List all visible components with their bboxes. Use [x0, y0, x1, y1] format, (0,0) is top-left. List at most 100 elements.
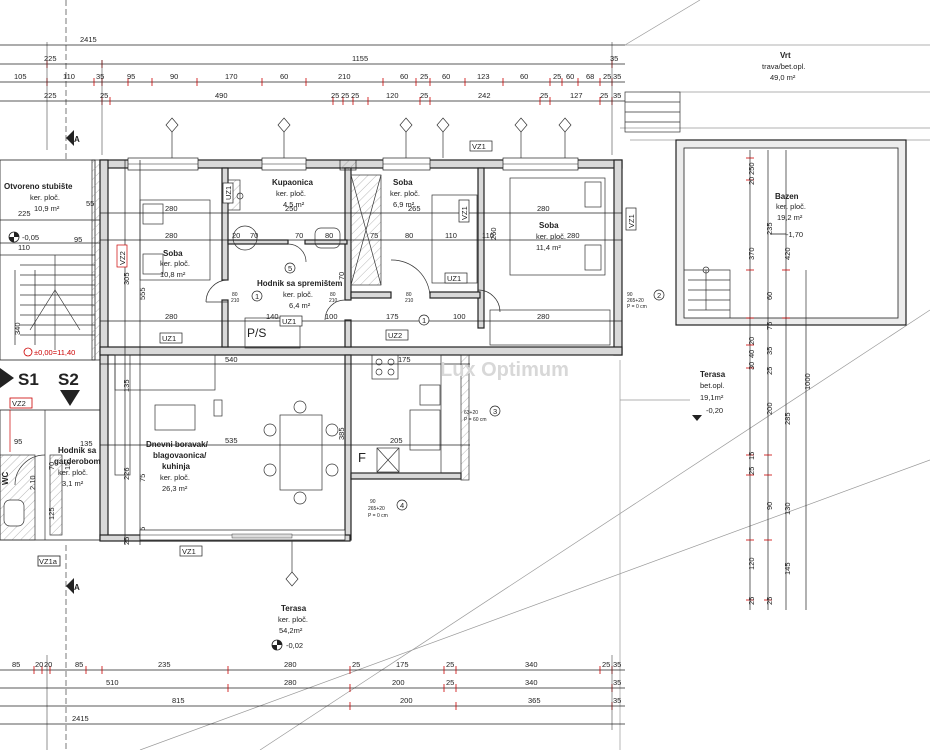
top-dim: 25	[603, 72, 611, 81]
top-dim: 123	[477, 72, 490, 81]
tag-uz1-living: UZ1	[162, 334, 176, 343]
top-dim: 60	[400, 72, 408, 81]
bottom-dim: 510	[106, 678, 119, 687]
left-dim: 135	[122, 379, 131, 392]
top-dim: 35	[610, 54, 618, 63]
room-name-wc: WC	[1, 471, 10, 485]
bottom-dim: 200	[400, 696, 413, 705]
right-dim: 15	[747, 452, 756, 460]
top-dim: 25	[331, 91, 339, 100]
section-mark-s2	[60, 390, 80, 406]
top-dim: 110	[63, 72, 75, 81]
room-area-bazen: 19,2 m²	[777, 213, 803, 222]
window-marker-bottom	[285, 541, 299, 587]
bottom-dim: 35	[613, 678, 621, 687]
door-number: 3	[493, 407, 497, 416]
room-finish-stubiste: ker. ploč.	[30, 193, 60, 202]
bottom-dim: 175	[396, 660, 409, 669]
top-dim: 490	[215, 91, 228, 100]
bottom-dim: 25	[446, 678, 454, 687]
top-dimension-rows: 2415 225 1155 35 105 110 35 95 90 170 60…	[0, 35, 625, 155]
left-dim: 15	[63, 462, 72, 470]
tag-uz2: UZ2	[388, 331, 402, 340]
right-dim: 250	[747, 162, 756, 175]
top-dim: 60	[520, 72, 528, 81]
top-dim: 25	[553, 72, 561, 81]
right-dim: 25	[747, 597, 756, 605]
right-dim: 285	[783, 412, 792, 425]
interior-dim: 70	[250, 231, 258, 240]
level-terrace-right: -0,20	[706, 406, 723, 415]
interior-dim: 175	[386, 312, 399, 321]
left-dim: 225	[18, 209, 31, 218]
room-area-hodnik: 6,4 m²	[289, 301, 311, 310]
room-area-hodnik-garderoba: 3,1 m²	[62, 479, 84, 488]
tag-uz1-hall: UZ1	[282, 317, 296, 326]
top-dim: 225	[44, 91, 57, 100]
bottom-dim: 280	[284, 660, 297, 669]
hallway-doors	[205, 243, 501, 349]
tag-vz1-top: VZ1	[472, 142, 486, 151]
door-note-w: 80	[232, 292, 238, 298]
tag-uz1-bath: UZ1	[224, 186, 233, 200]
top-dim: 35	[613, 72, 621, 81]
right-dim: 90	[765, 502, 774, 510]
room-name-kupaonica: Kupaonica	[272, 178, 313, 187]
level-mark-terrace-bottom	[271, 639, 283, 651]
interior-dim: 80	[325, 231, 333, 240]
sliding-doors-bottom	[139, 529, 346, 541]
interior-dim: 385	[337, 427, 346, 440]
room-name-terasa-right: Terasa	[700, 370, 726, 379]
top-dim: 1155	[352, 54, 368, 63]
interior-dim: 100	[453, 312, 466, 321]
tag-vz1-mid: VZ1	[460, 206, 469, 220]
left-dim: 305	[122, 272, 131, 285]
left-dim: 95	[74, 235, 82, 244]
room-area-kupaonica: 4,5 m²	[283, 200, 305, 209]
bottom-dim: 35	[613, 696, 621, 705]
interior-dim: 100	[325, 312, 338, 321]
room-name-soba-left: Soba	[163, 249, 183, 258]
top-dim: 35	[96, 72, 104, 81]
left-dim: 226	[122, 467, 131, 480]
room-finish-terasa-right: bet.opl.	[700, 381, 725, 390]
door-note-h: 210	[231, 298, 240, 304]
top-dim: 95	[127, 72, 135, 81]
right-dim: 25	[765, 597, 774, 605]
room-area-stubiste: 10,9 m²	[34, 204, 60, 213]
right-dim: 1000	[803, 373, 812, 390]
room-name-soba-small: Soba	[393, 178, 413, 187]
room-area-dnevni: 26,3 m²	[162, 484, 188, 493]
right-dim: 130	[783, 502, 792, 515]
top-dim: 210	[338, 72, 351, 81]
right-dim: 370	[747, 247, 756, 260]
room-finish-vrt: trava/bet.opl.	[762, 62, 805, 71]
bed-right	[489, 177, 611, 346]
bottom-dim: 280	[284, 678, 297, 687]
entry-wc-zone	[0, 409, 101, 541]
top-dim: 60	[280, 72, 288, 81]
left-dim: 110	[18, 243, 30, 252]
right-dim: 25	[765, 367, 774, 375]
right-dim: 145	[783, 562, 792, 575]
bottom-dim: 200	[392, 678, 405, 687]
section-label-a-top: A	[74, 135, 80, 144]
top-dim: 225	[44, 54, 57, 63]
right-dim: 35	[765, 347, 774, 355]
bottom-dim: 35	[613, 660, 621, 669]
room-name-dnevni-2: blagovaonica/	[153, 451, 207, 460]
right-dim: 60	[765, 292, 774, 300]
interior-dim: 140	[266, 312, 279, 321]
tag-vz2-left: VZ2	[12, 399, 26, 408]
top-dim-row1: 2415	[80, 35, 97, 44]
interior-dim: 280	[165, 231, 178, 240]
room-name-hodnik-garderoba: Hodnik sa	[58, 446, 97, 455]
door-note-w: 80	[406, 292, 412, 298]
interior-dim: 540	[225, 355, 238, 364]
window-note-w: 90	[370, 499, 376, 505]
left-dim: 25	[122, 537, 131, 545]
house-walls	[99, 159, 623, 542]
right-dim: 25	[747, 467, 756, 475]
section-mark-s1	[0, 368, 14, 388]
